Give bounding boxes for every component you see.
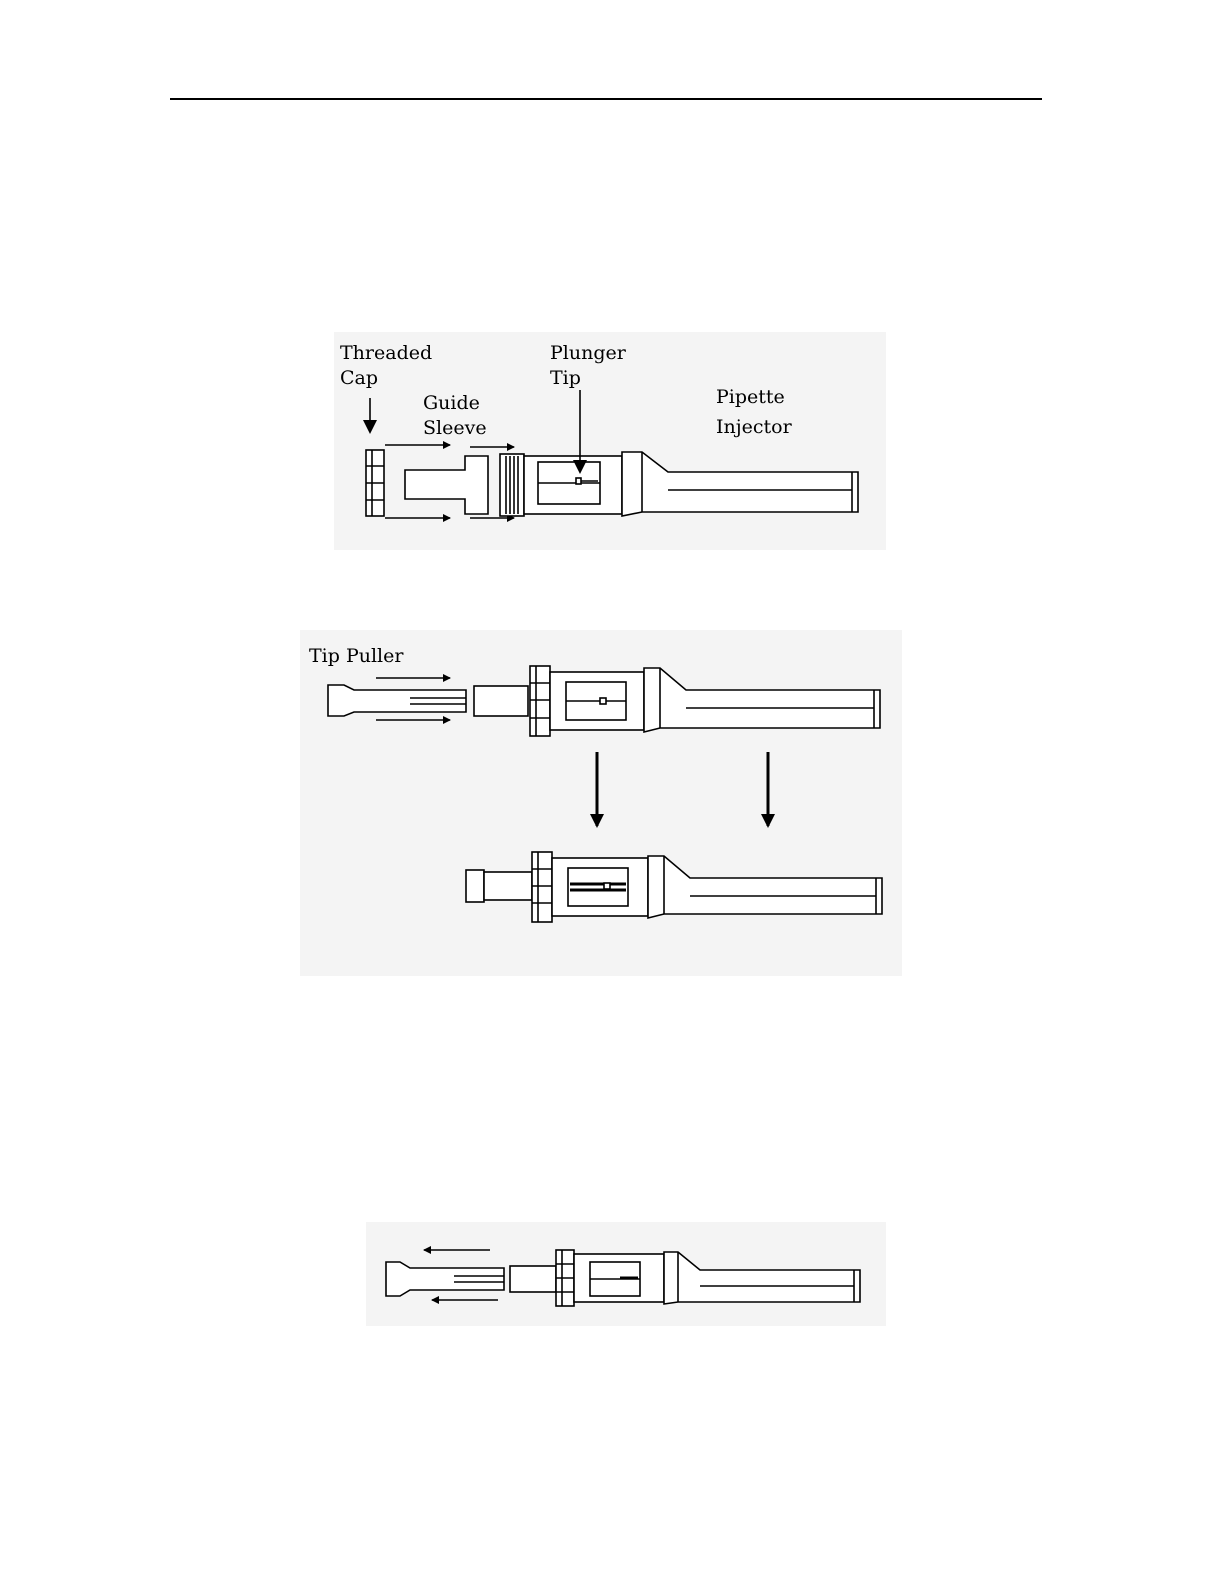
plunger-tip-label-line2: Tip [550,367,581,389]
guide-sleeve-tube-fig3 [510,1266,556,1292]
pipette-injector-label-line2: Injector [716,416,793,438]
figure-1-exploded-assembly: Threaded Cap Guide Sleeve Plunger Tip Pi… [334,332,886,550]
figure-2-tip-puller: Tip Puller [300,630,902,976]
plunger-tip-label-line1: Plunger [550,342,627,364]
guide-sleeve-label-line1: Guide [423,392,480,414]
tip-puller [328,685,466,716]
guide-sleeve-tube [474,686,528,716]
threaded-cap-label-line2: Cap [340,367,378,389]
threaded-cap [366,450,384,516]
guide-sleeve-label-line2: Sleeve [423,417,487,439]
plunger-tip [576,478,581,484]
figure-3-removal [366,1222,886,1326]
injector-window [524,456,622,514]
injector-collar [500,454,524,516]
tip-puller-label: Tip Puller [309,645,404,667]
threaded-cap-label-line1: Threaded [340,342,432,364]
pipette-injector-label-line1: Pipette [716,386,785,408]
